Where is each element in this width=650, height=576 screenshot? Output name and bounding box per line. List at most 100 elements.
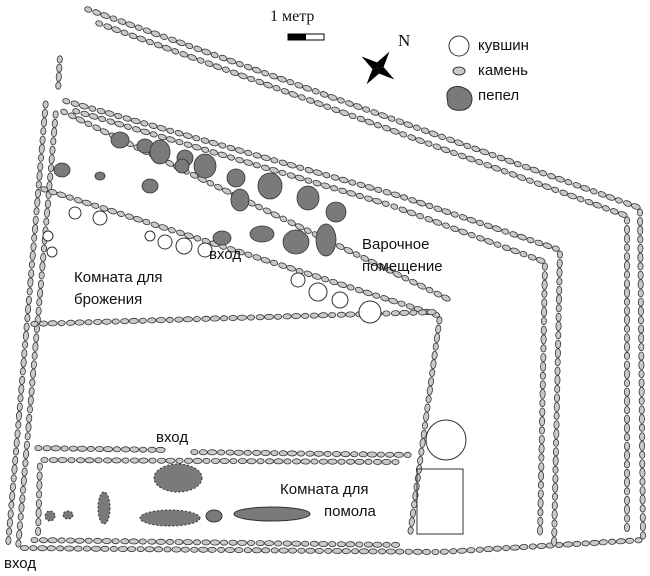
- stone: [539, 388, 546, 399]
- stone: [84, 120, 93, 128]
- stone: [551, 186, 560, 193]
- stone: [500, 168, 509, 175]
- stone: [393, 451, 404, 458]
- stone: [174, 316, 184, 323]
- stone: [552, 474, 559, 484]
- jug: [308, 282, 328, 302]
- stone: [430, 359, 437, 370]
- stone: [475, 158, 484, 166]
- stone: [44, 199, 51, 209]
- stone: [405, 303, 415, 310]
- stone: [261, 547, 271, 554]
- stone: [576, 195, 585, 203]
- ash-deposit: [153, 463, 203, 493]
- stone: [338, 187, 348, 195]
- stone: [336, 541, 346, 548]
- stone: [74, 319, 85, 326]
- stone: [17, 512, 24, 521]
- stone: [64, 545, 75, 552]
- stone: [624, 279, 631, 289]
- stone-walls: [5, 6, 647, 556]
- stone: [212, 63, 223, 71]
- stone: [637, 235, 644, 244]
- stone: [55, 71, 62, 82]
- stone: [179, 51, 189, 58]
- fermentation-room-label-1: Комната для: [74, 269, 163, 286]
- stone: [104, 110, 115, 117]
- stone: [20, 357, 27, 368]
- stone: [78, 102, 89, 110]
- stone: [274, 313, 283, 320]
- entrance-label-lower: вход: [4, 555, 37, 572]
- stone: [294, 82, 304, 89]
- stone: [147, 446, 157, 453]
- stone: [11, 464, 18, 475]
- stone: [244, 251, 253, 258]
- stone: [148, 122, 158, 129]
- stone: [313, 450, 324, 457]
- stone: [255, 540, 265, 547]
- stone: [305, 97, 315, 104]
- stone: [346, 284, 355, 291]
- stone: [40, 456, 49, 464]
- stone: [382, 310, 391, 317]
- stone: [362, 289, 373, 297]
- stone: [209, 149, 219, 156]
- stone: [244, 149, 253, 156]
- stone: [332, 450, 341, 458]
- stone: [352, 251, 361, 258]
- stone: [391, 458, 400, 466]
- stone: [516, 174, 527, 181]
- stone: [318, 312, 329, 319]
- stone: [540, 325, 547, 335]
- stone: [400, 194, 409, 201]
- stone: [554, 375, 561, 386]
- stone: [32, 341, 39, 352]
- stone: [185, 42, 194, 50]
- stone: [624, 423, 631, 434]
- stone: [225, 449, 235, 456]
- stone: [373, 458, 382, 465]
- stone: [441, 294, 451, 302]
- stone: [274, 540, 283, 547]
- stone: [623, 523, 630, 533]
- stone: [47, 537, 58, 544]
- stone: [243, 547, 252, 554]
- stone: [175, 457, 184, 464]
- stone: [484, 238, 494, 245]
- ash-deposit: [149, 139, 171, 165]
- stone: [450, 211, 459, 218]
- stone: [348, 179, 357, 186]
- stone: [27, 277, 34, 288]
- stone: [592, 201, 603, 209]
- stone: [57, 537, 66, 544]
- north-label: N: [398, 31, 411, 50]
- stone: [286, 79, 295, 86]
- stone: [624, 287, 631, 298]
- stone: [20, 544, 29, 552]
- stone: [147, 317, 157, 324]
- stone: [12, 456, 19, 465]
- stone: [204, 60, 214, 67]
- stone: [634, 537, 643, 544]
- ash-deposit: [226, 168, 246, 188]
- stone: [55, 81, 62, 90]
- stone: [555, 294, 563, 305]
- stone: [377, 263, 385, 270]
- stone: [330, 185, 339, 192]
- stone: [88, 113, 99, 120]
- stone: [638, 386, 645, 397]
- stone: [256, 458, 265, 465]
- stone: [73, 197, 83, 204]
- stone: [425, 395, 432, 404]
- stone: [30, 537, 39, 544]
- stone: [624, 333, 631, 343]
- stone: [9, 482, 16, 492]
- stone: [120, 29, 129, 36]
- stone: [624, 216, 631, 225]
- stone: [356, 115, 366, 123]
- stone: [476, 219, 484, 227]
- stone: [463, 142, 472, 150]
- stone: [8, 500, 15, 509]
- cooking-room-label-1: Варочное: [362, 236, 430, 253]
